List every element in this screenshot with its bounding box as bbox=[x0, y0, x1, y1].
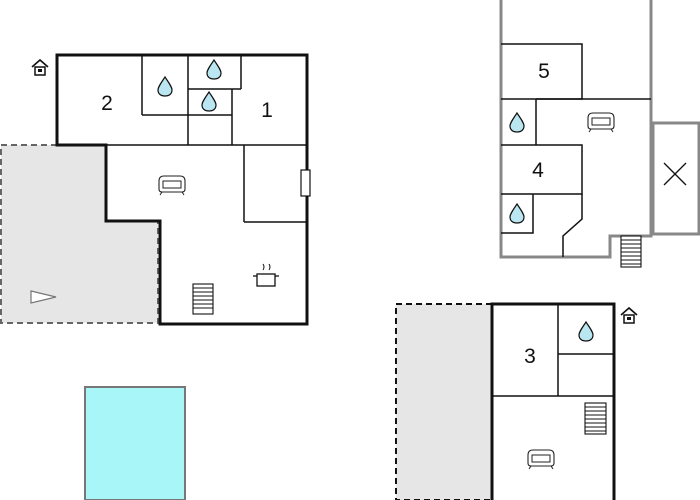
room-number-2: 2 bbox=[101, 92, 113, 115]
room-number-4: 4 bbox=[532, 159, 544, 182]
door-icon bbox=[300, 169, 311, 197]
sofa-icon bbox=[587, 112, 615, 133]
interior-wall bbox=[501, 144, 583, 195]
cooking-pot-icon bbox=[253, 263, 279, 287]
water-drop-icon bbox=[509, 112, 525, 133]
stairs-icon bbox=[192, 283, 214, 315]
terrace-arrow-icon bbox=[30, 290, 57, 304]
pool bbox=[84, 386, 186, 500]
room-number-1: 1 bbox=[261, 99, 273, 122]
room-number-5: 5 bbox=[538, 60, 550, 83]
upper-exterior-wall bbox=[499, 0, 653, 259]
upper-floor-building bbox=[499, 0, 700, 259]
exterior-wall bbox=[490, 302, 616, 500]
water-drop-icon bbox=[509, 203, 525, 224]
house-icon bbox=[31, 59, 49, 76]
sofa-icon bbox=[158, 175, 186, 196]
void-area bbox=[651, 121, 700, 236]
void-cross-icon bbox=[663, 162, 687, 186]
sofa-icon bbox=[527, 449, 555, 470]
interior-wall bbox=[562, 194, 583, 257]
lower-right-building bbox=[490, 302, 616, 500]
house-icon bbox=[620, 307, 638, 324]
interior-wall bbox=[501, 194, 534, 234]
room-number-3: 3 bbox=[524, 345, 536, 368]
terrace-bottom-right bbox=[395, 303, 493, 500]
stairs-icon bbox=[620, 235, 642, 268]
stairs-icon bbox=[584, 402, 607, 435]
